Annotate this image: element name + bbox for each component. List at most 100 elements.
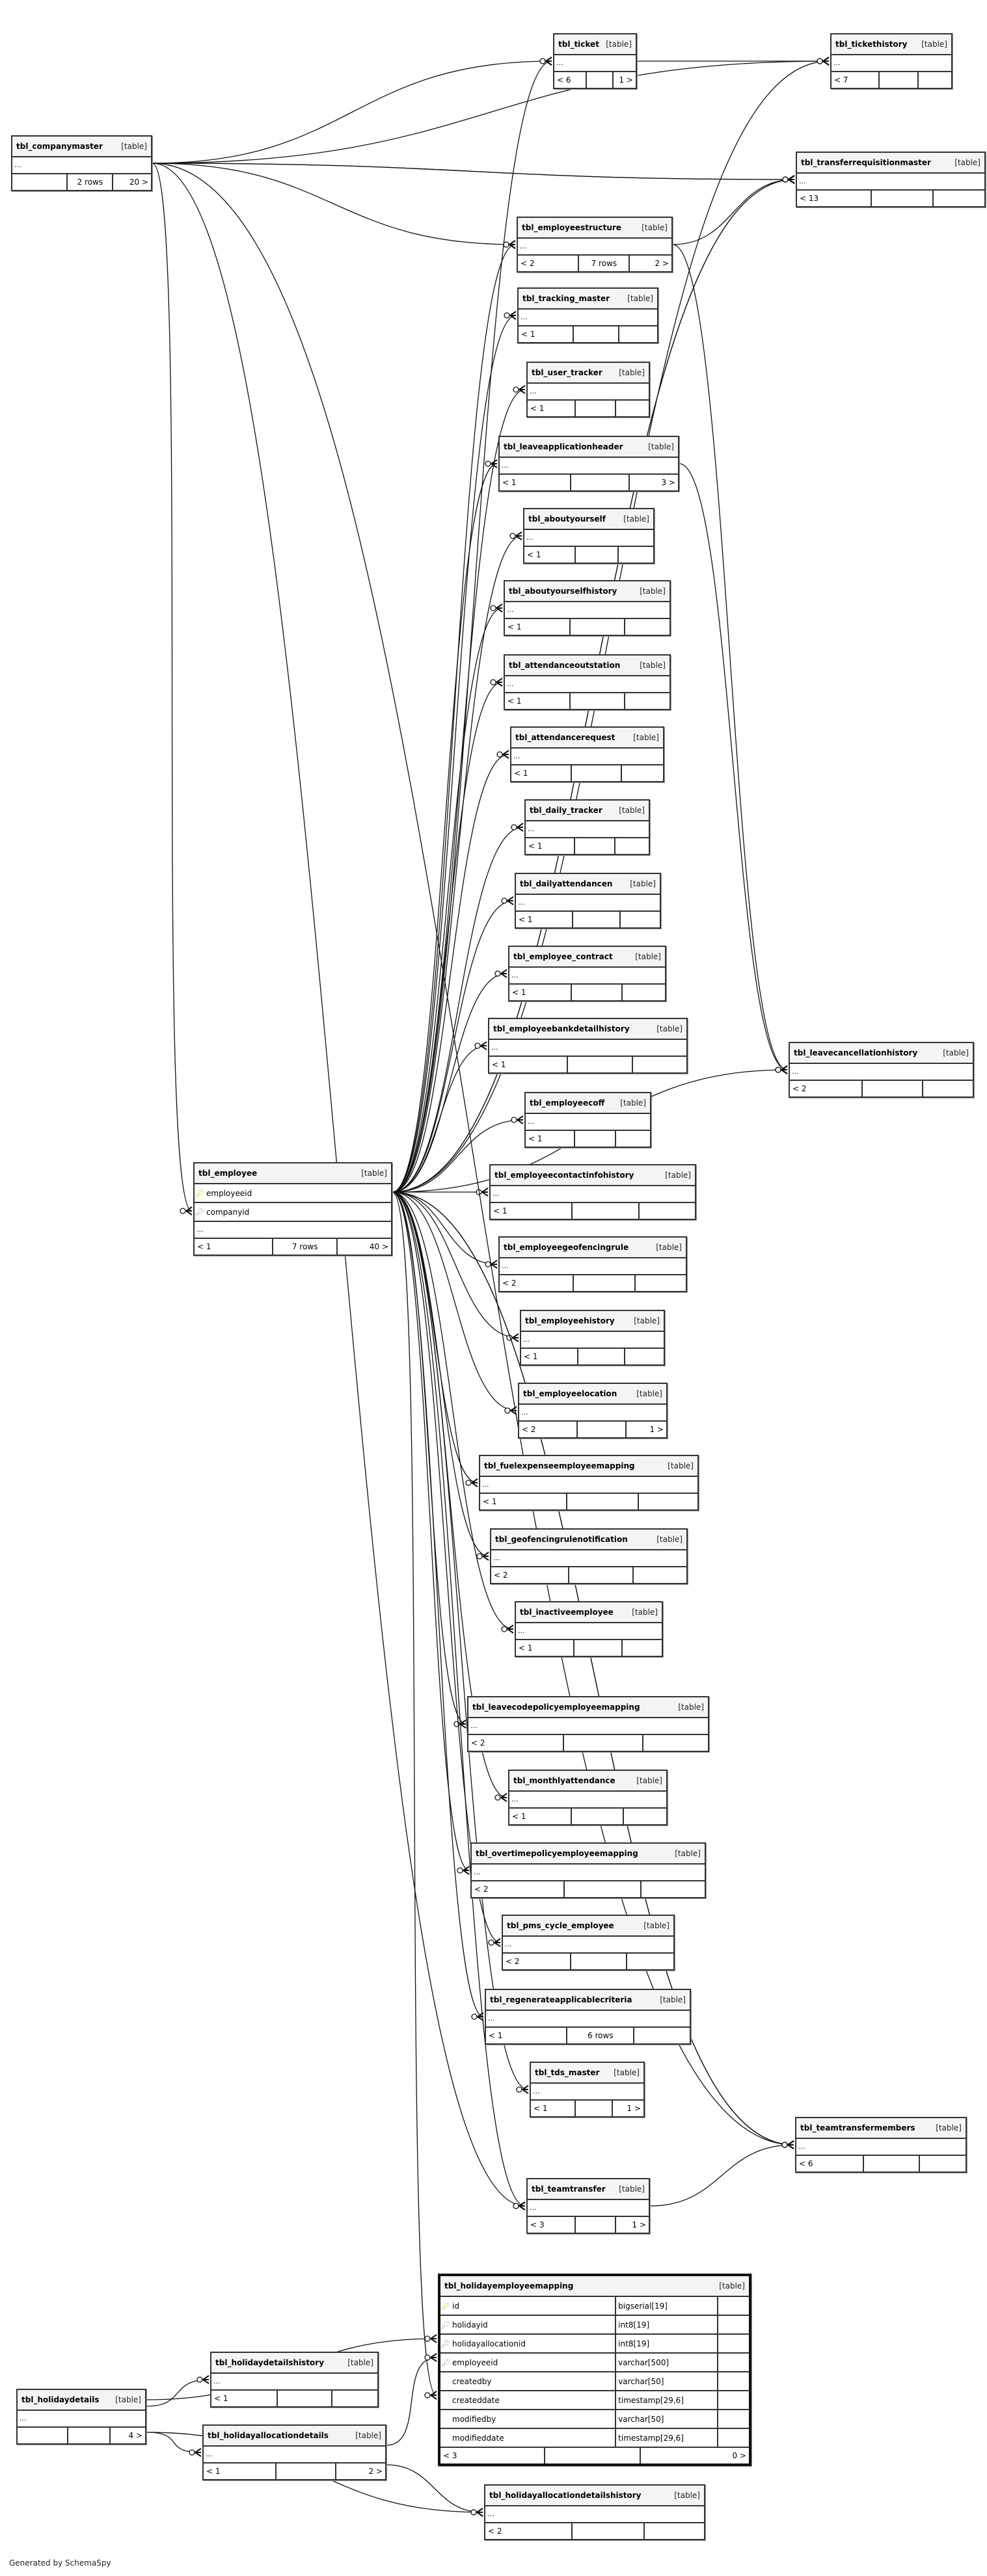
children-link[interactable]: 2 > xyxy=(655,259,669,268)
parents-link[interactable]: < 3 xyxy=(440,2448,546,2463)
column-row[interactable]: 🔑︎employeeid xyxy=(195,1184,391,1203)
children-link[interactable] xyxy=(615,838,649,854)
table-tbl-ticket[interactable]: tbl_ticket[table] ... < 6 1 > xyxy=(553,33,637,89)
parents-link[interactable]: < 1 xyxy=(531,2101,576,2116)
children-link[interactable]: 1 > xyxy=(619,75,633,85)
children-link[interactable] xyxy=(621,912,660,927)
parents-link[interactable]: < 1 xyxy=(516,1640,575,1656)
table-tbl-holidayallocationdetailshistory[interactable]: tbl_holidayallocationdetailshistory[tabl… xyxy=(484,2484,705,2540)
parents-link[interactable]: < 13 xyxy=(797,191,872,206)
table-tbl-holidaydetails[interactable]: tbl_holidaydetails[table] ... 4 > xyxy=(16,2389,146,2445)
table-tbl-tickethistory[interactable]: tbl_tickethistory[table] ... < 7 xyxy=(830,33,953,89)
table-tbl-teamtransfer[interactable]: tbl_teamtransfer[table] ... < 3 1 > xyxy=(526,2178,650,2234)
children-link[interactable] xyxy=(634,2028,690,2043)
parents-link[interactable]: < 3 xyxy=(528,2217,576,2233)
children-link[interactable] xyxy=(616,1131,650,1147)
children-link[interactable]: 2 > xyxy=(368,2467,383,2476)
table-tbl-employeestructure[interactable]: tbl_employeestructure[table] ... < 2 7 r… xyxy=(517,217,673,272)
parents-link[interactable]: < 2 xyxy=(518,256,580,271)
children-link[interactable] xyxy=(625,619,669,635)
table-tbl-holidaydetailshistory[interactable]: tbl_holidaydetailshistory[table] ... < 1 xyxy=(210,2352,379,2408)
parents-link[interactable]: < 1 xyxy=(491,1203,573,1219)
parents-link[interactable]: < 1 xyxy=(486,2028,568,2043)
parents-link[interactable]: < 2 xyxy=(790,1081,863,1096)
children-link[interactable] xyxy=(634,1567,686,1583)
table-tbl-employee-contract[interactable]: tbl_employee_contract[table] ... < 1 xyxy=(508,946,666,1002)
children-link[interactable] xyxy=(642,1881,705,1897)
parents-link[interactable]: < 1 xyxy=(528,401,576,416)
table-tbl-aboutyourself[interactable]: tbl_aboutyourself[table] ... < 1 xyxy=(523,508,655,564)
children-link[interactable]: 0 > xyxy=(732,2451,746,2460)
children-link[interactable] xyxy=(616,401,649,416)
children-link[interactable] xyxy=(633,1057,686,1072)
table-tbl-monthlyattendance[interactable]: tbl_monthlyattendance[table] ... < 1 xyxy=(508,1770,668,1826)
children-link[interactable] xyxy=(619,547,653,563)
table-tbl-overtimepolicyemployeemapping[interactable]: tbl_overtimepolicyemployeemapping[table]… xyxy=(470,1842,706,1898)
table-tbl-employeegeofencingrule[interactable]: tbl_employeegeofencingrule[table] ... < … xyxy=(498,1236,687,1292)
parents-link[interactable]: < 1 xyxy=(526,1131,576,1147)
parents-link[interactable]: < 2 xyxy=(472,1881,565,1897)
parents-link[interactable] xyxy=(12,174,68,190)
table-tbl-attendancerequest[interactable]: tbl_attendancerequest[table] ... < 1 xyxy=(510,726,664,782)
table-tbl-employeehistory[interactable]: tbl_employeehistory[table] ... < 1 xyxy=(520,1310,665,1366)
table-tbl-geofencingrulenotification[interactable]: tbl_geofencingrulenotification[table] ..… xyxy=(490,1528,688,1584)
parents-link[interactable]: < 1 xyxy=(211,2391,278,2406)
table-tbl-employeecontactinfohistory[interactable]: tbl_employeecontactinfohistory[table] ..… xyxy=(489,1164,696,1220)
children-link[interactable] xyxy=(623,1640,662,1656)
children-link[interactable]: 40 > xyxy=(369,1242,388,1251)
parents-link[interactable]: < 2 xyxy=(491,1567,569,1583)
children-link[interactable] xyxy=(934,191,984,206)
table-tbl-user-tracker[interactable]: tbl_user_tracker[table] ... < 1 xyxy=(526,362,650,418)
parents-link[interactable]: < 1 xyxy=(505,619,571,635)
table-tbl-leavecancellationhistory[interactable]: tbl_leavecancellationhistory[table] ... … xyxy=(789,1042,974,1098)
children-link[interactable] xyxy=(627,1954,673,1969)
children-link[interactable] xyxy=(919,72,951,88)
table-tbl-daily-tracker[interactable]: tbl_daily_tracker[table] ... < 1 xyxy=(524,799,650,855)
children-link[interactable] xyxy=(640,1203,695,1219)
children-link[interactable]: 3 > xyxy=(661,478,675,487)
parents-link[interactable]: < 2 xyxy=(519,1422,578,1437)
children-link[interactable]: 1 > xyxy=(649,1425,664,1434)
parents-link[interactable]: < 6 xyxy=(554,72,587,88)
children-link[interactable] xyxy=(622,765,663,781)
children-link[interactable] xyxy=(619,326,657,342)
parents-link[interactable]: < 2 xyxy=(485,2523,573,2539)
children-link[interactable]: 1 > xyxy=(627,2104,641,2113)
table-tbl-employeebankdetailhistory[interactable]: tbl_employeebankdetailhistory[table] ...… xyxy=(488,1018,688,1074)
parents-link[interactable]: < 2 xyxy=(468,1735,565,1751)
children-link[interactable] xyxy=(625,693,669,709)
table-tbl-dailyattendancen[interactable]: tbl_dailyattendancen[table] ... < 1 xyxy=(515,873,661,929)
children-link[interactable] xyxy=(645,2523,704,2539)
table-tbl-regenerateapplicablecriteria[interactable]: tbl_regenerateapplicablecriteria[table] … xyxy=(485,1989,691,2045)
parents-link[interactable]: < 1 xyxy=(526,838,575,854)
table-tbl-employeecoff[interactable]: tbl_employeecoff[table] ... < 1 xyxy=(524,1092,651,1148)
table-tbl-employee[interactable]: tbl_employee[table] 🔑︎employeeid 🔑︎compa… xyxy=(193,1162,392,1256)
table-tbl-attendanceoutstation[interactable]: tbl_attendanceoutstation[table] ... < 1 xyxy=(504,654,671,710)
parents-link[interactable]: < 2 xyxy=(503,1954,571,1969)
parents-link[interactable]: < 2 xyxy=(500,1275,575,1291)
table-tbl-transferrequisitionmaster[interactable]: tbl_transferrequisitionmaster[table] ...… xyxy=(796,152,986,207)
children-link[interactable]: 20 > xyxy=(129,178,148,187)
children-link[interactable]: 4 > xyxy=(128,2431,142,2440)
parents-link[interactable]: < 1 xyxy=(519,326,575,342)
parents-link[interactable]: < 1 xyxy=(516,912,574,927)
parents-link[interactable]: < 1 xyxy=(509,1809,573,1824)
children-link[interactable] xyxy=(643,1735,708,1751)
table-tbl-leavecodepolicyemployeemapping[interactable]: tbl_leavecodepolicyemployeemapping[table… xyxy=(467,1696,709,1752)
children-link[interactable] xyxy=(624,1809,666,1824)
table-tbl-fuelexpenseemployeemapping[interactable]: tbl_fuelexpenseemployeemapping[table] ..… xyxy=(479,1455,699,1511)
parents-link[interactable]: < 1 xyxy=(500,475,571,490)
children-link[interactable]: 1 > xyxy=(632,2220,646,2229)
table-tbl-teamtransfermembers[interactable]: tbl_teamtransfermembers[table] ... < 6 xyxy=(795,2117,967,2173)
parents-link[interactable]: < 1 xyxy=(505,693,571,709)
parents-link[interactable]: < 1 xyxy=(509,985,572,1000)
parents-link[interactable] xyxy=(18,2428,69,2443)
